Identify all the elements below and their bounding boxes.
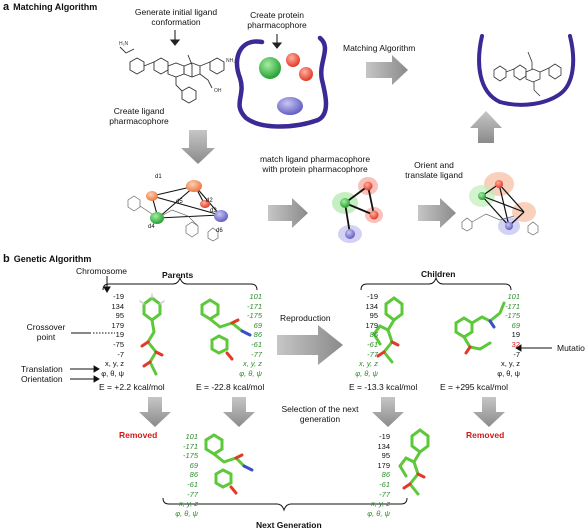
crossover-label: Crossover point — [20, 322, 72, 342]
molecule-next2 — [400, 430, 428, 494]
child2-values: 101 -171 -175 69 19 32 -7 x, y, z φ, θ, … — [494, 292, 520, 378]
generate-label: Generate initial ligand conformation — [128, 7, 224, 27]
red-pharmacophore-1 — [286, 53, 300, 67]
ligand-orange-1 — [186, 180, 202, 192]
chromosome-label: Chromosome — [76, 266, 127, 276]
molecule-next1 — [206, 435, 252, 493]
matching-label: Matching Algorithm — [343, 43, 415, 53]
svg-text:OH: OH — [214, 88, 222, 94]
parent1-values: -19 134 95 179 19 -75 -7 x, y, z φ, θ, ψ — [100, 292, 124, 378]
orient-label: Orient and translate ligand — [399, 160, 469, 180]
small-arrows — [171, 30, 281, 48]
atom-label-d4: d4 — [148, 222, 155, 232]
selection-label: Selection of the next generation — [277, 404, 363, 424]
next1-values: 101 -171 -175 69 86 -61 -77 x, y, z φ, θ… — [172, 432, 198, 518]
energy-child1: E = -13.3 kcal/mol — [349, 382, 417, 392]
atom-label-d2: d2 — [206, 196, 213, 206]
energy-parent2: E = -22.8 kcal/mol — [196, 382, 264, 392]
mutation-label: Mutation — [557, 343, 585, 353]
create-protein-label: Create protein pharmacophore — [241, 10, 313, 30]
mutated-value: 32 — [494, 340, 520, 350]
protein-pocket — [237, 38, 326, 127]
removed-label-right: Removed — [466, 430, 504, 440]
mutation-arrow — [516, 345, 552, 351]
atom-label-d3: d3 — [210, 206, 217, 216]
translation-arrows — [70, 366, 99, 382]
energy-parent1: E = +2.2 kcal/mol — [99, 382, 165, 392]
energy-child2: E = +295 kcal/mol — [440, 382, 508, 392]
translation-label: Translation — [21, 364, 63, 374]
parent2-values: 101 -171 -175 69 86 -61 -77 x, y, z φ, θ… — [236, 292, 262, 378]
child1-values: -19 134 95 179 86 -61 -77 x, y, z φ, θ, … — [354, 292, 378, 378]
svg-text:NH₂: NH₂ — [226, 58, 235, 64]
atom-label-d6: d6 — [216, 226, 223, 236]
removed-label-left: Removed — [119, 430, 157, 440]
molecule-parent1 — [140, 294, 164, 374]
reproduction-label: Reproduction — [280, 313, 331, 323]
molecule-child1 — [374, 298, 402, 362]
svg-text:H₂N: H₂N — [119, 41, 129, 47]
blue-pharmacophore — [277, 97, 303, 115]
red-pharmacophore-2 — [299, 67, 313, 81]
parents-label: Parents — [162, 270, 193, 280]
green-pharmacophore — [259, 57, 281, 79]
match-label: match ligand pharmacophore with protein … — [259, 154, 371, 174]
children-label: Children — [421, 269, 455, 279]
docked-ligand — [494, 52, 561, 96]
reproduction-arrow — [277, 325, 343, 365]
create-ligand-label: Create ligand pharmacophore — [100, 106, 178, 126]
atom-label-d5: d5 — [176, 197, 183, 207]
ligand-orange-2 — [146, 191, 158, 201]
atom-label-d1: d1 — [155, 172, 162, 182]
children-brace — [361, 278, 511, 290]
ligand-2d-structure — [120, 47, 224, 103]
orientation-label: Orientation — [21, 374, 63, 384]
next2-values: -19 134 95 179 86 -61 -77 x, y, z φ, θ, … — [366, 432, 390, 518]
next-generation-label: Next Generation — [256, 520, 322, 529]
